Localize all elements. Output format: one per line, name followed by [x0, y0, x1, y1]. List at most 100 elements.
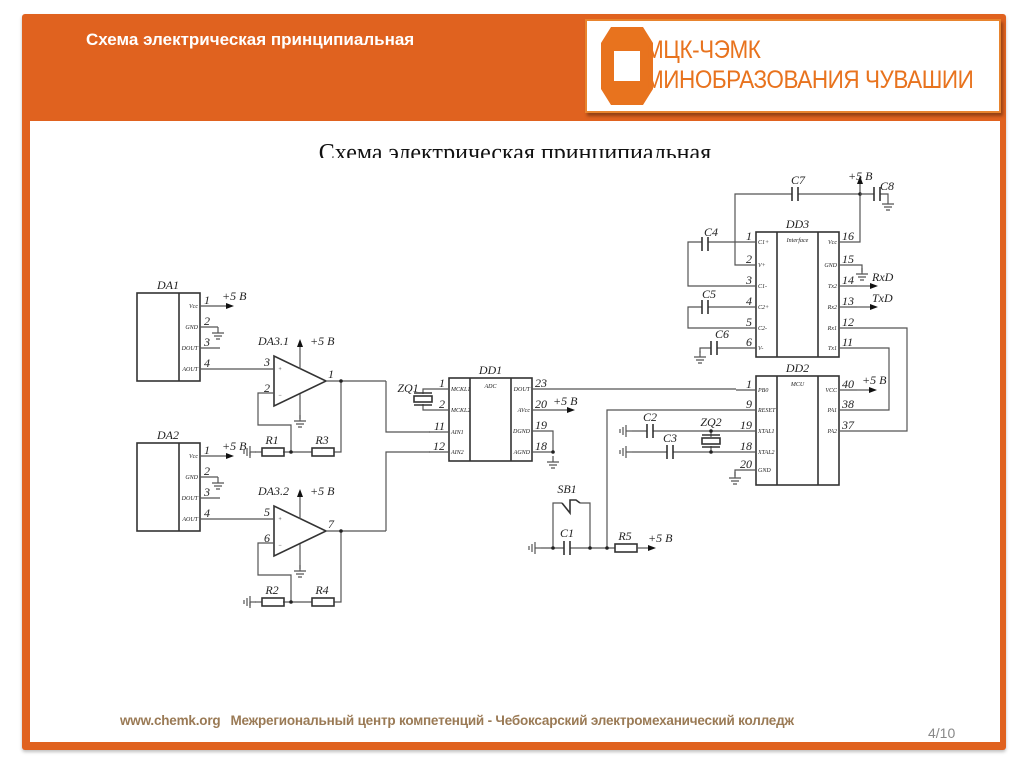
schematic-label: DA1	[156, 278, 179, 292]
schematic-label: 4	[204, 506, 210, 520]
schematic-label: DOUT	[181, 346, 199, 352]
schematic-label: +5 B	[222, 289, 247, 303]
wire	[257, 542, 292, 602]
schematic-label: GND	[185, 475, 198, 481]
schematic-label: 18	[535, 439, 547, 453]
schematic-label: C5	[702, 287, 716, 301]
schematic-label: ADC	[484, 384, 498, 390]
wire	[422, 404, 429, 411]
crystal-plates	[414, 392, 432, 406]
wire	[687, 306, 736, 329]
ground-icon	[243, 596, 251, 608]
capacitor-gap	[647, 424, 653, 438]
slide-subtitle: Схема электрическая принципиальная	[318, 140, 712, 158]
schematic-label: MCKL2	[450, 408, 470, 414]
capacitor-gap	[711, 341, 717, 355]
junction-dot	[339, 379, 343, 383]
resistor-icon	[261, 597, 285, 607]
wire	[857, 347, 890, 411]
schematic-label: DOUT	[181, 496, 199, 502]
footer-site-link[interactable]: www.chemk.org	[120, 713, 221, 728]
ground-icon	[694, 356, 706, 364]
arrow-icon	[297, 339, 303, 347]
schematic-label: +5 B	[310, 334, 335, 348]
page-number: 4/10	[928, 725, 956, 741]
schematic-label: R5	[617, 529, 631, 543]
arrow-icon	[226, 303, 234, 309]
schematic-label: 1	[204, 443, 210, 457]
schematic-label: VCC	[825, 388, 838, 394]
schematic-label: 7	[328, 517, 335, 531]
schematic-label: RxD	[871, 270, 894, 284]
schematic-label: 1	[746, 229, 752, 243]
schematic-label: −	[278, 543, 282, 549]
junction-dot	[709, 450, 713, 454]
schematic-label: 12	[433, 439, 445, 453]
wire	[687, 241, 736, 287]
junction-dot	[605, 546, 609, 550]
schematic-label: ZQ1	[397, 381, 418, 395]
capacitor-icon	[710, 341, 718, 355]
arrow-icon	[297, 489, 303, 497]
schematic-label: 18	[740, 439, 752, 453]
schematic-label: 2	[439, 397, 445, 411]
schematic-label: DA3.2	[257, 484, 289, 498]
junction-dot	[289, 450, 293, 454]
wire	[860, 193, 889, 198]
ground-icon	[547, 461, 559, 469]
schematic-label: C8	[880, 179, 894, 193]
schematic-label: +5 B	[222, 439, 247, 453]
schematic-label: +	[278, 367, 282, 373]
schematic-label: 6	[746, 335, 752, 349]
slide-title: Схема электрическая принципиальная	[86, 30, 415, 49]
schematic-label: AOUT	[181, 367, 198, 373]
resistor-icon	[614, 543, 638, 553]
schematic-label: R1	[264, 433, 278, 447]
wire	[550, 430, 554, 452]
capacitor-icon	[873, 187, 881, 201]
capacitor-gap	[874, 187, 880, 201]
schematic-label: C1+	[758, 240, 769, 246]
schematic-label: C1-	[758, 284, 767, 290]
capacitor-gap	[702, 300, 708, 314]
schematic-label: DD3	[785, 217, 809, 231]
schematic-label: 4	[746, 294, 752, 308]
schematic-label: 16	[842, 229, 854, 243]
resistor-icon	[311, 447, 335, 457]
capacitor-icon	[701, 237, 709, 251]
schematic-label: +5 B	[862, 373, 887, 387]
schematic-label: 23	[535, 376, 547, 390]
schematic-label: 5	[264, 505, 270, 519]
crystal-plates	[702, 434, 720, 448]
arrow-icon	[870, 283, 878, 289]
resistor-icon	[311, 597, 335, 607]
schematic-label: 9	[746, 397, 752, 411]
schematic-label: MCU	[790, 382, 805, 388]
wire	[606, 409, 736, 548]
schematic-label: AOUT	[181, 517, 198, 523]
wire	[385, 381, 430, 433]
junction-dot	[289, 600, 293, 604]
schematic-label: AVcc	[517, 408, 531, 414]
crystal-icon	[413, 395, 433, 403]
schematic-label: 13	[842, 294, 854, 308]
schematic-label: XTAL1	[757, 429, 775, 435]
schematic-label: 15	[842, 252, 854, 266]
schematic-label: DOUT	[513, 387, 531, 393]
wire	[857, 194, 861, 243]
schematic-label: C1	[560, 526, 574, 540]
schematic-label: 19	[535, 418, 547, 432]
ground-icon	[882, 203, 894, 211]
schematic-label: 5	[746, 315, 752, 329]
schematic-label: +5 B	[310, 484, 335, 498]
schematic-label: 2	[746, 252, 752, 266]
logo-text: МЦК-ЧЭМК МИНОБРАЗОВАНИЯ ЧУВАШИИ	[645, 35, 974, 95]
schematic-label: +	[278, 517, 282, 523]
junction-dot	[709, 429, 713, 433]
schematic-label: +5 B	[848, 169, 873, 183]
schematic-label: AIN2	[450, 450, 464, 456]
capacitor-gap	[702, 237, 708, 251]
schematic-label: GND	[758, 468, 771, 474]
capacitor-icon	[666, 445, 674, 459]
